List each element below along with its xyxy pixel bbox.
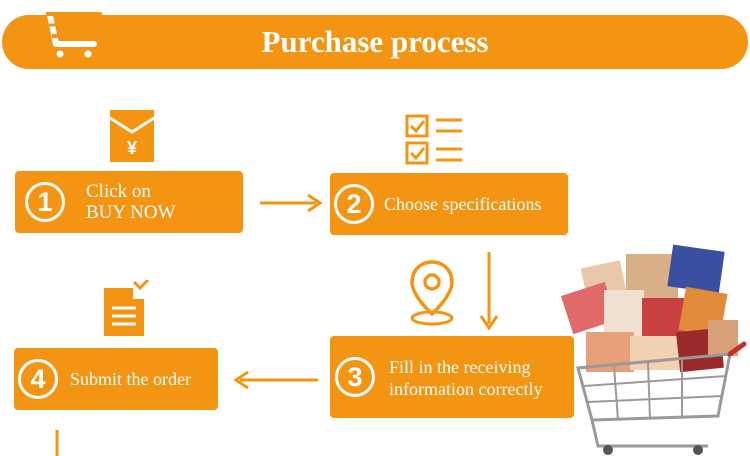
arrow-left	[233, 370, 318, 390]
step-number-1: 1	[25, 182, 65, 222]
step-fill-receiving-info: 3 Fill in the receiving information corr…	[330, 336, 574, 418]
step-4-line-1: Submit the order	[70, 369, 191, 389]
page-title: Purchase process	[261, 24, 489, 59]
step-3-line-2: information correctly	[389, 379, 543, 399]
step-1-line-1: Click on	[86, 181, 151, 202]
location-pin-icon	[410, 260, 454, 326]
arrow-right	[260, 193, 323, 213]
checklist-icon	[405, 114, 462, 165]
svg-text:¥: ¥	[127, 138, 137, 158]
document-icon	[104, 280, 150, 336]
step-number-2: 2	[334, 184, 374, 224]
arrow-down-continued	[55, 430, 59, 456]
step-number-4: 4	[18, 359, 58, 399]
step-1-line-2: BUY NOW	[86, 202, 176, 223]
step-2-line-1: Choose specifications	[384, 194, 542, 214]
step-choose-specifications: 2 Choose specifications	[330, 173, 568, 235]
arrow-down	[479, 252, 499, 330]
step-click-buy-now: 1 Click on BUY NOW	[15, 171, 243, 233]
shopping-cart-icon	[33, 3, 102, 61]
step-number-3: 3	[335, 357, 375, 397]
step-3-line-1: Fill in the receiving	[389, 357, 531, 377]
yen-envelope-icon: ¥	[110, 110, 154, 162]
step-submit-order: 4 Submit the order	[14, 348, 218, 410]
header-bar: Purchase process	[2, 15, 748, 69]
shopping-cart-with-boxes-illustration	[560, 244, 747, 455]
